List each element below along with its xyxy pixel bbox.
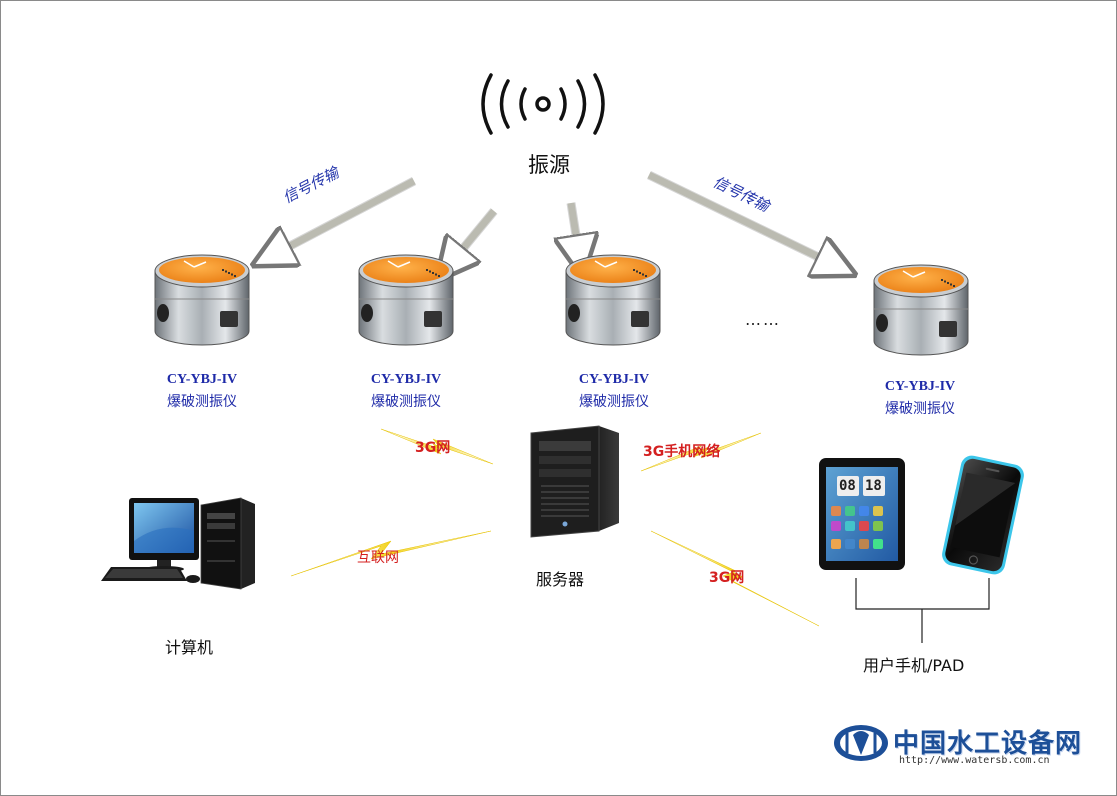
server-label: 服务器 (536, 570, 585, 589)
device-2-name: 爆破测振仪 (371, 394, 441, 410)
device-4-model: CY-YBJ-IV (884, 379, 956, 394)
more-devices-ellipsis: …… (745, 310, 781, 329)
vibration-meter-1-icon (154, 254, 250, 346)
link-label-3g-left: 3G网 (415, 440, 451, 456)
mobile-bracket (855, 578, 990, 643)
watermark-url: http://www.watersb.com.cn (899, 755, 1050, 766)
mobile-device-label: 用户手机/PAD (863, 656, 965, 675)
tablet-clock-hours: 08 (839, 478, 856, 494)
device-2-model: CY-YBJ-IV (370, 372, 442, 387)
lightning-bolt-3g-right (640, 432, 762, 472)
device-4-name: 爆破测振仪 (885, 401, 955, 417)
vibration-source-label: 振源 (528, 153, 570, 177)
server-icon (530, 425, 619, 538)
vibration-meter-3-icon (565, 254, 661, 346)
lightning-bolt-3g-left (380, 428, 494, 465)
link-label-3g-mobile-network: 3G手机网络 (643, 444, 721, 460)
device-1-model: CY-YBJ-IV (166, 372, 238, 387)
link-label-internet: 互联网 (357, 550, 399, 566)
tablet-app-grid (831, 506, 883, 549)
device-3-model: CY-YBJ-IV (578, 372, 650, 387)
device-1-name: 爆破测振仪 (167, 394, 237, 410)
watermark-title: 中国水工设备网 (893, 729, 1083, 759)
desktop-computer-icon (101, 497, 255, 590)
device-3-name: 爆破测振仪 (579, 394, 649, 410)
lightning-bolt-internet (290, 530, 492, 577)
lightning-bolt-3g-bottom (650, 530, 820, 627)
arrow-to-device-2 (447, 208, 498, 268)
signal-arrows (267, 170, 841, 268)
tablet-clock-minutes: 18 (865, 478, 882, 494)
link-label-3g-bottom: 3G网 (709, 570, 745, 586)
arrow-to-device-4 (647, 170, 841, 268)
arrow-to-device-1 (267, 177, 417, 258)
vibration-meter-2-icon (358, 254, 454, 346)
computer-label: 计算机 (165, 638, 214, 657)
vibration-meter-4-icon (873, 264, 969, 356)
watermark-logo-icon (834, 725, 888, 761)
devices (154, 254, 969, 356)
vibration-signal-icon (481, 73, 605, 135)
tablet-icon (819, 458, 905, 570)
smartphone-icon (942, 455, 1024, 575)
arrow-to-device-3 (571, 202, 580, 261)
